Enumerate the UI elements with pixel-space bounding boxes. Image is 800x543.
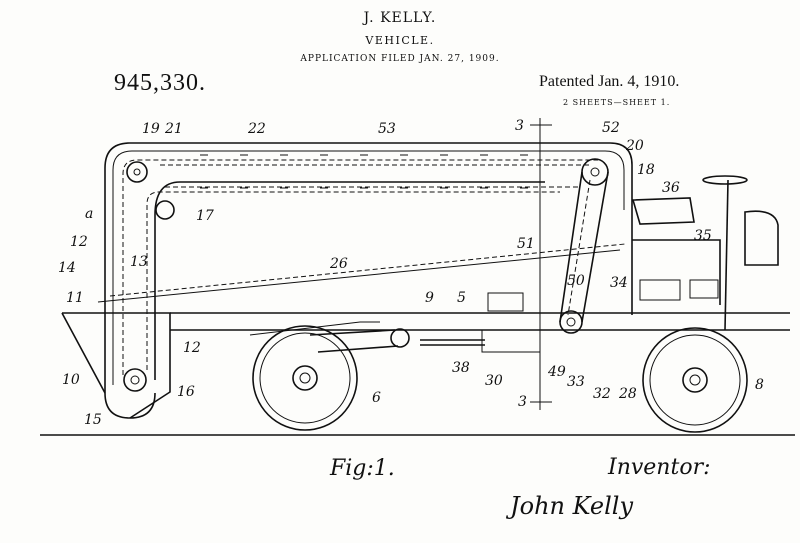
ref-20: 20 (625, 138, 644, 154)
inventor-label: Inventor: (607, 455, 711, 480)
patent-number: 945,330. (114, 70, 206, 96)
drive-chain (559, 171, 609, 323)
ref-14: 14 (58, 260, 76, 276)
ref-53: 53 (378, 121, 396, 137)
ref-49: 49 (547, 364, 566, 380)
ref-5: 5 (457, 290, 466, 306)
patent-title: VEHICLE. (365, 34, 435, 47)
ref-12-upper: 12 (70, 234, 88, 250)
ref-21: 21 (164, 121, 183, 137)
ref-22: 22 (247, 121, 266, 137)
ref-9: 9 (425, 290, 434, 306)
ref-26: 26 (329, 256, 348, 272)
ref-50: 50 (567, 273, 585, 289)
ref-17: 17 (196, 208, 214, 224)
hopper-body (61, 118, 790, 419)
ref-18: 18 (637, 162, 655, 178)
rear-wheel (249, 321, 410, 431)
conveyor-housing (104, 142, 633, 419)
ref-33: 33 (567, 374, 585, 390)
cab-engine (420, 175, 779, 353)
front-wheel (642, 327, 748, 433)
ref-28: 28 (618, 386, 637, 402)
ref-19: 19 (142, 121, 160, 137)
figure-caption: Fig:1. (329, 456, 395, 481)
patented-date: Patented Jan. 4, 1910. (539, 73, 680, 90)
ref-6: 6 (372, 390, 381, 406)
ref-16: 16 (177, 384, 195, 400)
ref-8: 8 (755, 377, 764, 393)
ref-13: 13 (130, 254, 148, 270)
ref-52: 52 (602, 120, 620, 136)
reference-numerals: 19 21 22 53 3 52 20 18 36 a 17 12 14 13 … (58, 118, 764, 428)
section-markers (530, 124, 552, 403)
ref-30: 30 (485, 373, 503, 389)
ref-10: 10 (62, 372, 80, 388)
sheet-count: 2 SHEETS—SHEET 1. (563, 98, 671, 107)
ref-11: 11 (66, 290, 84, 306)
ref-34: 34 (610, 275, 628, 291)
ref-12-lower: 12 (183, 340, 201, 356)
ref-3-bottom: 3 (518, 394, 527, 410)
inventor-name: J. KELLY. (363, 10, 437, 26)
ref-36: 36 (662, 180, 680, 196)
ref-32: 32 (593, 386, 611, 402)
ref-a: a (85, 206, 93, 222)
ref-38: 38 (452, 360, 470, 376)
ref-51: 51 (517, 236, 535, 252)
inventor-signature: John Kelly (505, 492, 633, 520)
application-date: APPLICATION FILED JAN. 27, 1909. (300, 54, 500, 64)
ref-35: 35 (694, 228, 712, 244)
ref-15: 15 (84, 412, 102, 428)
conveyor-chain (200, 154, 528, 189)
ref-3-top: 3 (515, 118, 524, 134)
